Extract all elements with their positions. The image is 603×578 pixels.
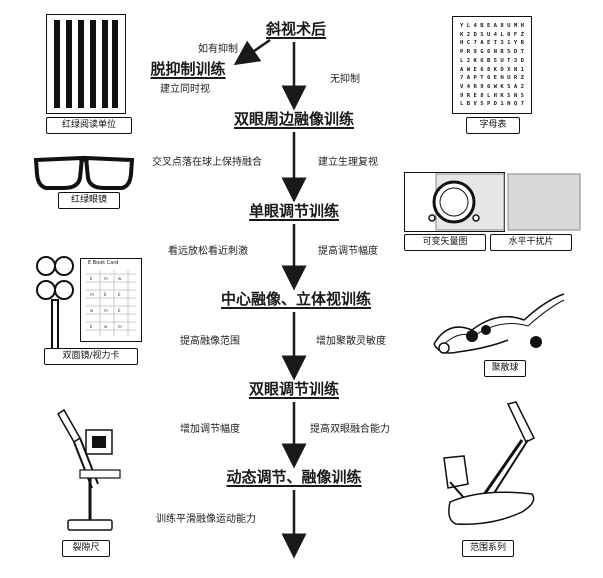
caption-brock-string: 聚散球 — [484, 360, 526, 377]
acuity-card-title: E Book Card — [88, 260, 119, 266]
note-physio-diplopia: 建立生理复视 — [318, 157, 378, 168]
vectogram-illustration — [404, 172, 581, 232]
svg-text:m: m — [104, 276, 108, 281]
step-anti-suppression: 脱抑制训练 — [150, 60, 226, 78]
svg-text:E: E — [118, 308, 121, 313]
note-vergence-agility: 增加聚散灵敏度 — [316, 336, 386, 347]
arrow-postop-to-suppression — [233, 38, 271, 66]
range-series-illustration — [443, 401, 536, 525]
caption-variable-vectogram: 可变矢量图 — [404, 234, 486, 251]
letter-chart-rows: Y L 4 B E A 8 U M H K 2 D S U 4 L 0 F Z … — [454, 22, 530, 109]
letter-row: 7 A P T 6 E N U R Z — [460, 75, 524, 82]
flip-lens-illustration — [36, 256, 74, 353]
letter-row: K 2 D S U 4 L 0 F Z — [460, 31, 524, 38]
letter-row: H C 7 A E T 3 1 Y R — [460, 40, 524, 47]
red-green-reading-unit-illustration — [46, 14, 126, 114]
svg-text:w: w — [118, 276, 122, 281]
svg-text:m: m — [90, 292, 94, 297]
letter-row: L 2 K 6 B 5 U T 3 D — [460, 57, 524, 64]
caption-flip-lens-card: 双面镜/视力卡 — [44, 348, 138, 365]
step-binocular-accommodation: 双眼调节训练 — [248, 380, 340, 398]
note-cross-point: 交叉点落在球上保持融合 — [152, 157, 262, 168]
letter-row: P R 9 G 6 N R 5 D T — [460, 49, 524, 56]
letter-row: Y L 4 B E A 8 U M H — [460, 23, 524, 29]
step-binocular-peripheral-fusion: 双眼周边融像训练 — [233, 110, 355, 128]
note-build-simultaneous: 建立同时视 — [160, 84, 210, 95]
svg-text:E: E — [104, 292, 107, 297]
svg-text:E: E — [118, 292, 121, 297]
caption-letter-chart: 字母表 — [466, 117, 520, 134]
svg-text:E: E — [90, 276, 93, 281]
svg-text:m: m — [118, 324, 122, 329]
step-central-fusion-stereo: 中心融像、立体视训练 — [220, 290, 372, 308]
step-dynamic-fusion: 动态调节、融像训练 — [226, 468, 362, 486]
svg-text:w: w — [90, 308, 94, 313]
letter-chart-illustration — [452, 16, 532, 114]
note-dynamic-fusion: 训练平滑融像运动能力 — [156, 514, 256, 525]
caption-red-green-reading: 红绿阅读单位 — [46, 117, 132, 134]
svg-text:E: E — [90, 324, 93, 329]
letter-row: 9 R E 8 L H K 5 N 5 — [460, 92, 524, 99]
red-green-glasses-illustration — [33, 155, 135, 190]
caption-tranaglyph: 水平干扰片 — [490, 234, 572, 251]
note-increase-accommodation: 增加调节幅度 — [180, 424, 240, 435]
note-relax-far-near: 看远放松看近刺激 — [168, 246, 248, 257]
note-binocular-fusion: 提高双眼融合能力 — [310, 424, 390, 435]
svg-text:w: w — [104, 324, 108, 329]
note-no-suppression: 无抑制 — [330, 74, 360, 85]
brock-string-illustration — [433, 293, 565, 354]
note-accommodation-amp-1: 提高调节幅度 — [318, 246, 378, 257]
step-post-op: 斜视术后 — [265, 20, 327, 38]
aperture-rule-illustration — [57, 408, 121, 531]
letter-row: L B V 5 P D 1 N Q 7 — [460, 101, 524, 108]
step-monocular-accommodation: 单眼调节训练 — [248, 202, 340, 220]
letter-row: V 4 R 9 6 W K S A 2 — [460, 83, 524, 90]
caption-red-green-glasses: 红绿眼镜 — [58, 192, 120, 209]
caption-aperture-rule: 裂隙尺 — [62, 540, 110, 557]
note-fusion-range: 提高融像范围 — [180, 336, 240, 347]
letter-row: A W E 6 8 K O X N 1 — [460, 66, 524, 73]
svg-text:m: m — [104, 308, 108, 313]
caption-range-series: 范围系列 — [462, 540, 514, 557]
note-has-suppression: 如有抑制 — [198, 44, 238, 55]
